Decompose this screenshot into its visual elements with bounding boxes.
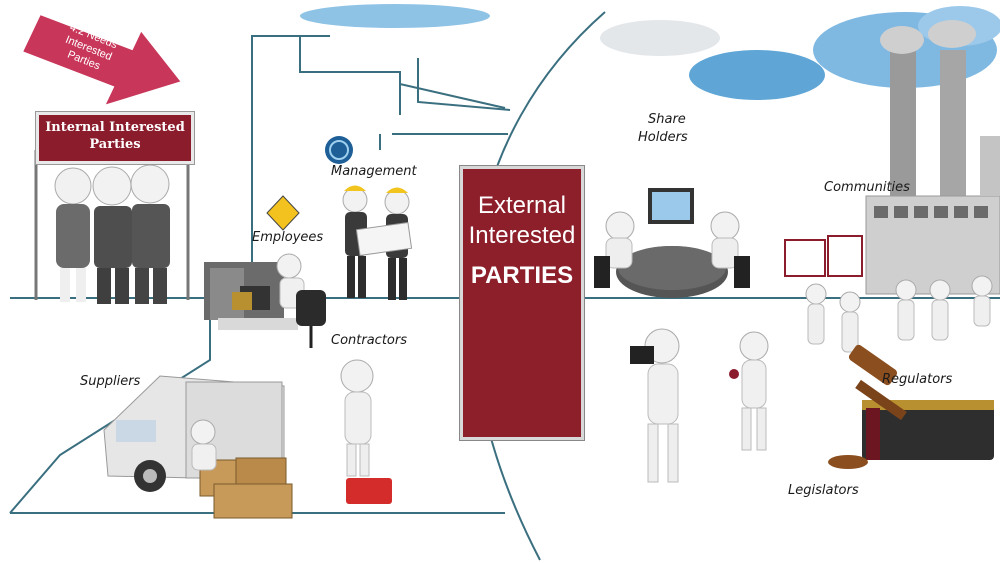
label-legislators: Legislators [788,483,859,498]
contractor-figure [340,359,392,504]
needs-arrow [20,12,184,108]
label-suppliers: Suppliers [80,374,141,389]
management-globe-icon [325,136,353,164]
label-regulators: Regulators [882,372,953,387]
internal-interested-parties-banner: Internal Interested Parties [36,112,194,164]
community-protest [784,235,993,353]
shareholders-meeting [594,188,750,298]
external-banner-line3: PARTIES [470,262,574,289]
external-interested-parties-banner: External Interested PARTIES [460,166,584,440]
management-figures [342,185,413,300]
employee-workstation [204,253,326,348]
factory [865,20,1000,295]
label-contractors: Contractors [331,333,407,348]
external-banner-line2: Interested [468,222,576,249]
label-management: Management [331,164,417,179]
internal-people [34,150,190,304]
internal-banner-line2: Parties [89,137,141,152]
label-shareholders-line2: Holders [638,130,688,145]
label-communities: Communities [824,180,910,195]
supplier-van [103,375,293,519]
gavel-and-law-book [828,344,994,469]
label-shareholders-line1: Share [648,112,686,127]
press-reporters [630,328,769,483]
external-banner-line1: External [477,192,567,219]
label-employees: Employees [252,230,324,245]
internal-banner-line1: Internal Interested [45,120,185,135]
safety-sign-icon [266,195,300,231]
